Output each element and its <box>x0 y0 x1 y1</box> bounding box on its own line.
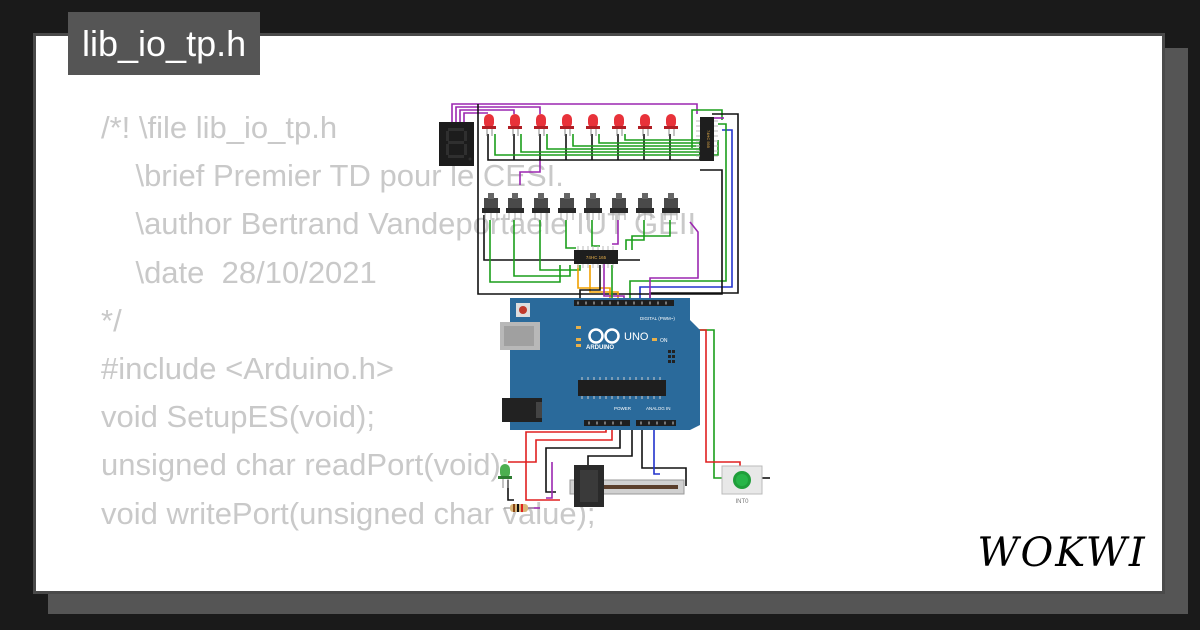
led-red[interactable] <box>482 114 496 136</box>
slide-switch[interactable] <box>532 193 550 220</box>
on-label: ON <box>660 338 668 344</box>
red-led-row <box>482 114 678 136</box>
slide-switch[interactable] <box>558 193 576 220</box>
slide-switch[interactable] <box>636 193 654 220</box>
code-line: void writePort(unsigned char value); <box>101 495 596 531</box>
switch-row <box>482 193 680 220</box>
power-label: POWER <box>614 406 632 411</box>
digital-label: DIGITAL (PWM~) <box>640 316 675 321</box>
push-button[interactable]: INT0 <box>721 465 763 505</box>
shift-register-chip[interactable]: 74HC 595 <box>696 117 718 161</box>
slide-switch[interactable] <box>482 193 500 220</box>
led-red[interactable] <box>612 114 626 136</box>
code-snippet: /*! \file lib_io_tp.h \brief Premier TD … <box>101 104 696 538</box>
project-title: lib_io_tp.h <box>68 12 261 75</box>
wires <box>451 103 770 509</box>
code-line: */ <box>101 302 122 338</box>
slide-switch[interactable] <box>662 193 680 220</box>
led-red[interactable] <box>664 114 678 136</box>
button-label: INT0 <box>735 499 749 505</box>
code-line: /*! \file lib_io_tp.h <box>101 110 338 145</box>
seven-segment-display <box>439 122 474 166</box>
code-line: void SetupES(void); <box>101 399 375 435</box>
slide-switch[interactable] <box>506 193 524 220</box>
slide-potentiometer[interactable] <box>569 465 685 507</box>
code-line: \brief Premier TD pour le CESI. <box>101 158 564 194</box>
arduino-uno-board[interactable]: DIGITAL (PWM~) UNO ARDUINO ON POWER ANAL… <box>500 298 700 430</box>
resistor <box>504 504 534 512</box>
led-red[interactable] <box>638 114 652 136</box>
board-name: UNO <box>624 331 649 343</box>
code-line: unsigned char readPort(void); <box>101 447 510 483</box>
board-brand: ARDUINO <box>586 345 614 351</box>
wokwi-wordmark: WOKWI <box>977 530 1146 576</box>
chip-label: 74HC 595 <box>706 130 711 149</box>
led-red[interactable] <box>560 114 574 136</box>
slide-switch[interactable] <box>610 193 628 220</box>
led-red[interactable] <box>508 114 522 136</box>
wokwi-logo: WOKWI <box>977 530 1146 576</box>
green-led[interactable] <box>498 464 512 488</box>
code-line: #include <Arduino.h> <box>101 350 395 386</box>
led-red[interactable] <box>586 114 600 136</box>
parallel-in-chip[interactable]: 74HC 165 <box>574 246 618 268</box>
analog-label: ANALOG IN <box>646 406 671 411</box>
code-line: \date 28/10/2021 <box>101 254 377 290</box>
chip-label: 74HC 165 <box>586 255 607 260</box>
slide-switch[interactable] <box>584 193 602 220</box>
led-red[interactable] <box>534 114 548 136</box>
